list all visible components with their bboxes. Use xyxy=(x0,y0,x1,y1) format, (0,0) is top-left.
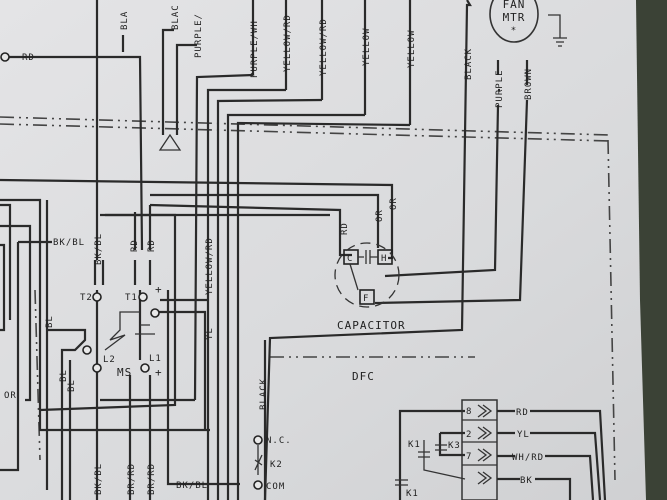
pin-8: 8 xyxy=(466,407,472,417)
label-rd-1: RD xyxy=(130,239,140,252)
label-bl-3: BL xyxy=(67,379,77,392)
label-br-rd-1: BR/RD xyxy=(127,463,137,495)
cap-terminal-c: C xyxy=(347,254,353,264)
terminal xyxy=(150,308,160,318)
label-plus-2: + xyxy=(155,366,163,379)
boundary-lines xyxy=(0,116,616,481)
pin-7: 7 xyxy=(466,452,472,462)
relay-k2: BLACK N.C. K2 COM xyxy=(253,340,292,500)
label-br-rd-2: BR/RD xyxy=(147,463,157,495)
label-yellow-1: YELLOW xyxy=(362,27,372,66)
label-rd-2: RD xyxy=(147,239,157,252)
label-blac: BLAC xyxy=(171,4,181,30)
label-bk-bl-vertical: BK/BL xyxy=(94,233,104,265)
label-nc: N.C. xyxy=(266,436,292,446)
terminal xyxy=(0,52,10,62)
terminal-t1 xyxy=(138,292,148,302)
label-bk-bl-horizontal: BK/BL xyxy=(176,481,208,491)
pin-2: 2 xyxy=(466,430,472,440)
label-bk: BK xyxy=(520,476,533,486)
top-labels: BLA BLAC PURPLE/ PURPLE/WH YELLOW/RD YEL… xyxy=(0,4,534,108)
label-yl: YL xyxy=(205,327,215,340)
label-rd: RD xyxy=(516,408,529,418)
label-purple-wh: PURPLE/WH xyxy=(250,20,260,78)
terminal-com xyxy=(253,480,263,490)
label-bl: BL xyxy=(45,315,55,328)
label-black: BLACK xyxy=(464,48,474,80)
label-k1-bottom: K1 xyxy=(406,489,419,499)
contactor: BK/BL BK/BL RD RD YELLOW/RD T2 T1 + BL Y… xyxy=(0,198,240,500)
terminal-nc xyxy=(253,435,263,445)
label-k1: K1 xyxy=(408,440,421,450)
dfc-label: DFC xyxy=(352,370,375,383)
cap-terminal-h: H xyxy=(381,254,387,264)
label-bl-2: BL xyxy=(59,369,69,382)
label-bk-bl: BK/BL xyxy=(53,238,85,248)
label-or: OR xyxy=(4,391,17,401)
label-k2: K2 xyxy=(270,460,283,470)
label-yellow-rd-2: YELLOW/RD xyxy=(319,18,329,76)
label-k3: K3 xyxy=(448,441,461,451)
label-l1: L1 xyxy=(149,354,162,364)
terminal-l2 xyxy=(92,363,102,373)
label-yellow-rd-1: YELLOW/RD xyxy=(283,14,293,72)
label-black: BLACK xyxy=(259,378,269,410)
cap-label-or1: OR xyxy=(375,209,385,222)
label-brown: BROWN xyxy=(524,68,534,100)
label-yl: YL xyxy=(517,430,530,440)
label-bla: BLA xyxy=(120,11,130,30)
label-wh-rd: WH/RD xyxy=(512,453,544,463)
cap-label-rd: RD xyxy=(340,222,350,235)
label-plus-1: + xyxy=(155,283,163,296)
label-t1: T1 xyxy=(125,293,138,303)
label-bk-bl-bottom: BK/BL xyxy=(94,463,104,495)
label-purple-partial: PURPLE/ xyxy=(194,13,204,58)
label-yellow-rd: YELLOW/RD xyxy=(205,237,215,295)
label-l2: L2 xyxy=(103,355,116,365)
cap-terminal-f: F xyxy=(363,294,369,304)
top-wires xyxy=(5,0,567,500)
capacitor-label: CAPACITOR xyxy=(337,319,406,332)
label-yellow-2: YELLOW xyxy=(407,29,417,68)
terminal xyxy=(82,345,92,355)
label-ms: MS xyxy=(117,366,132,379)
cap-label-or2: OR xyxy=(389,197,399,210)
label-t2: T2 xyxy=(80,293,93,303)
terminal-t2 xyxy=(92,292,102,302)
label-com: COM xyxy=(266,482,285,492)
fan-motor-label: FAN xyxy=(503,0,526,11)
fan-star: * xyxy=(511,26,517,36)
fan-motor: FAN MTR * xyxy=(489,0,539,43)
label-purple: PURPLE xyxy=(495,69,505,108)
capacitor: RD OR OR C H F CAPACITOR xyxy=(0,178,406,332)
background-edge xyxy=(636,0,667,500)
connector-block: 8 RD 2 YL K1 K3 7 WH/RD BK K1 xyxy=(395,399,607,500)
terminal-l1 xyxy=(140,363,150,373)
fan-motor-label-2: MTR xyxy=(503,11,526,24)
label-rd: RD xyxy=(22,53,35,63)
